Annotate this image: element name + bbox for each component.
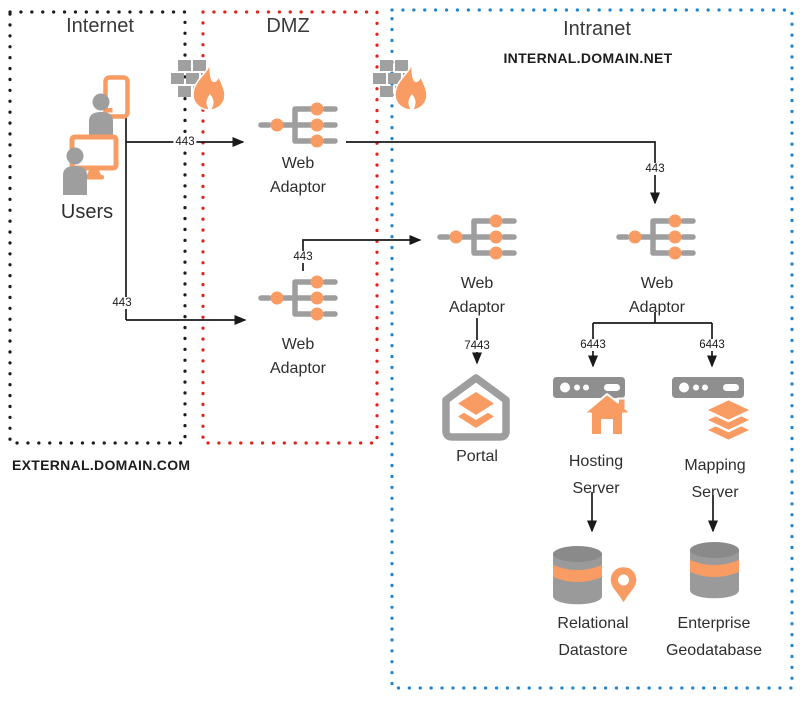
- wa-external-to-wa-server-arrow: [346, 141, 660, 205]
- port-label: 6443: [697, 339, 727, 351]
- mapping-server-label: Mapping Server: [684, 457, 746, 501]
- firewall-icon: [371, 57, 435, 113]
- internet-zone-title: Internet: [66, 15, 134, 37]
- firewall-icon: [169, 57, 233, 113]
- enterprise-geodatabase-label: Enterprise Geodatabase: [665, 615, 763, 659]
- web-adaptor-label: Web Adaptor: [269, 155, 327, 196]
- port-label: 443: [291, 251, 315, 263]
- wa-server-split-line: [593, 312, 712, 324]
- portal-icon: [440, 373, 512, 443]
- intranet-domain-label: INTERNAL.DOMAIN.NET: [503, 50, 673, 66]
- users-icon: [56, 72, 132, 200]
- web-adaptor-label: Web Adaptor: [269, 336, 327, 377]
- mapping-server-icon: [670, 375, 754, 445]
- enterprise-geodatabase-icon: [688, 540, 744, 604]
- port-label: 7443: [462, 340, 492, 352]
- dmz-zone-title: DMZ: [266, 15, 310, 37]
- external-domain-label: EXTERNAL.DOMAIN.COM: [12, 457, 191, 473]
- port-label: 443: [173, 136, 197, 148]
- web-adaptor-label: Web Adaptor: [448, 275, 506, 316]
- web-adaptor-icon: [258, 97, 339, 153]
- wa-portal-dmz-to-wa-portal-arrow: [302, 235, 422, 271]
- web-adaptor-label: Web Adaptor: [628, 275, 686, 316]
- intranet-zone-title: Intranet: [563, 18, 631, 40]
- hosting-server-label: Hosting Server: [568, 453, 624, 497]
- web-adaptor-icon: [258, 270, 339, 326]
- port-label: 443: [643, 163, 667, 175]
- hosting-server-icon: [551, 375, 635, 437]
- dmz-zone-border: [201, 10, 379, 445]
- relational-datastore-icon: [551, 544, 641, 610]
- port-label: 6443: [578, 339, 608, 351]
- internet-zone-border: [8, 10, 187, 445]
- relational-datastore-label: Relational Datastore: [557, 615, 629, 659]
- web-adaptor-icon: [616, 209, 697, 265]
- users-label: Users: [60, 201, 114, 223]
- port-label: 443: [110, 297, 134, 309]
- portal-label: Portal: [456, 448, 498, 465]
- web-adaptor-icon: [437, 209, 518, 265]
